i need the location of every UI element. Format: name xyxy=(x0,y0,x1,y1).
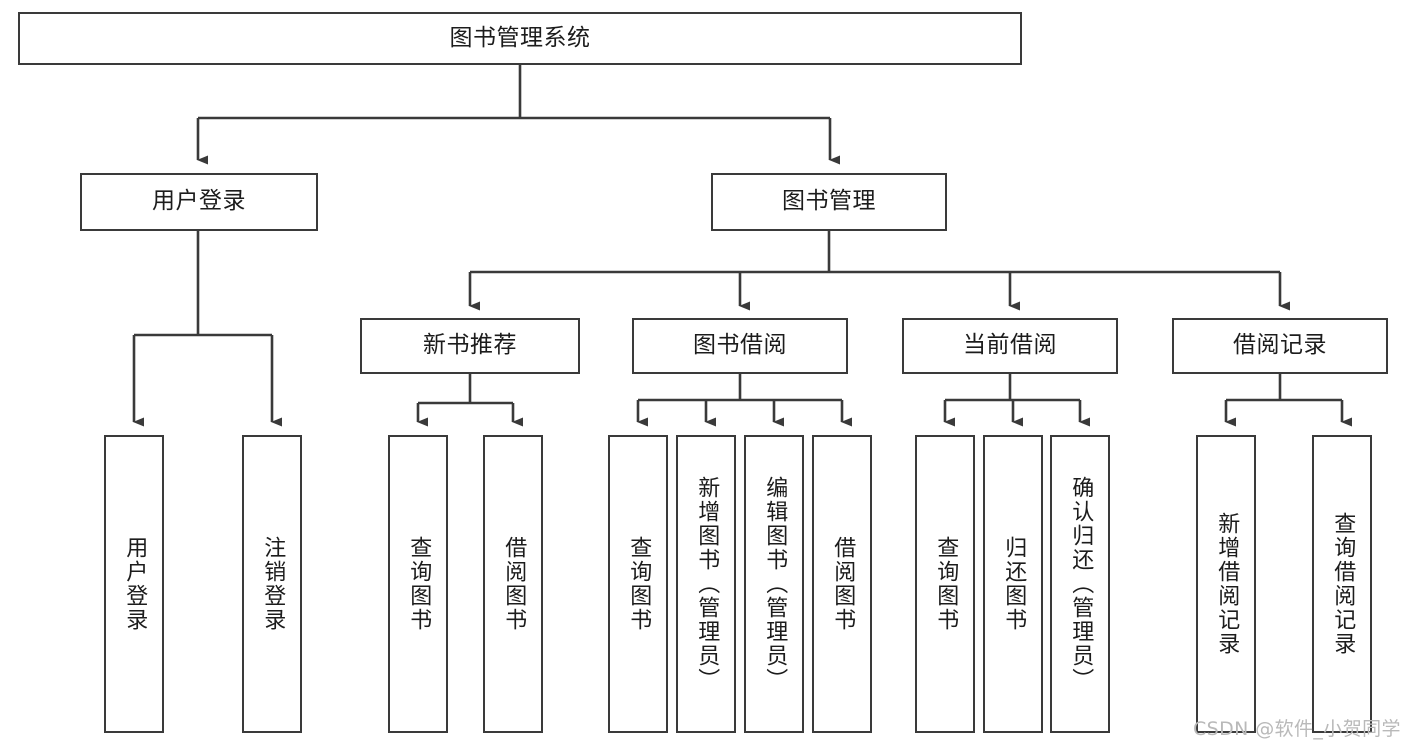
node-user-login[interactable]: 用户登录 xyxy=(80,173,318,231)
edges-borrow-record-to-leaves xyxy=(1224,374,1352,427)
edges-new-book-recommend-to-leaves xyxy=(416,374,523,427)
leaf-user-login[interactable]: 用户登录 xyxy=(104,435,164,733)
node-label: 图书借阅 xyxy=(693,332,787,359)
leaf-add-book[interactable]: 新增图书（管理员） xyxy=(676,435,736,733)
node-label: 图书管理系统 xyxy=(449,24,591,51)
leaf-borrow-book-1[interactable]: 借阅图书 xyxy=(483,435,543,733)
leaf-query-book-2[interactable]: 查询图书 xyxy=(608,435,668,733)
node-book-management[interactable]: 图书管理 xyxy=(711,173,947,231)
node-new-book-recommend[interactable]: 新书推荐 xyxy=(360,318,580,374)
node-label: 借阅记录 xyxy=(1233,332,1327,359)
node-label: 用户登录 xyxy=(122,536,148,632)
node-borrow-record[interactable]: 借阅记录 xyxy=(1172,318,1388,374)
node-label: 新增借阅记录 xyxy=(1214,512,1240,656)
node-label: 借阅图书 xyxy=(830,536,856,632)
edges-root-to-level2 xyxy=(196,65,840,165)
node-label: 归还图书 xyxy=(1001,536,1027,632)
leaf-query-book-1[interactable]: 查询图书 xyxy=(388,435,448,733)
node-book-borrow[interactable]: 图书借阅 xyxy=(632,318,848,374)
node-label: 查询图书 xyxy=(933,536,959,632)
leaf-query-book-3[interactable]: 查询图书 xyxy=(915,435,975,733)
edges-book-management-to-level3 xyxy=(468,231,1290,311)
node-label: 用户登录 xyxy=(152,188,246,215)
leaf-logout-login[interactable]: 注销登录 xyxy=(242,435,302,733)
leaf-query-record[interactable]: 查询借阅记录 xyxy=(1312,435,1372,733)
leaf-return-book[interactable]: 归还图书 xyxy=(983,435,1043,733)
edges-current-borrow-to-leaves xyxy=(943,374,1090,427)
leaf-add-record[interactable]: 新增借阅记录 xyxy=(1196,435,1256,733)
node-label: 查询图书 xyxy=(406,536,432,632)
node-label: 当前借阅 xyxy=(963,332,1057,359)
node-book-management-system[interactable]: 图书管理系统 xyxy=(18,12,1022,65)
leaf-borrow-book-2[interactable]: 借阅图书 xyxy=(812,435,872,733)
node-label: 编辑图书（管理员） xyxy=(762,476,788,692)
node-label: 注销登录 xyxy=(260,536,286,632)
node-label: 新增图书（管理员） xyxy=(694,476,720,692)
node-label: 图书管理 xyxy=(782,188,876,215)
node-label: 查询图书 xyxy=(626,536,652,632)
edges-user-login-to-leaves xyxy=(132,231,282,427)
node-label: 借阅图书 xyxy=(501,536,527,632)
node-label: 查询借阅记录 xyxy=(1330,512,1356,656)
leaf-edit-book[interactable]: 编辑图书（管理员） xyxy=(744,435,804,733)
leaf-confirm-return[interactable]: 确认归还（管理员） xyxy=(1050,435,1110,733)
node-label: 确认归还（管理员） xyxy=(1068,476,1094,692)
edges-book-borrow-to-leaves xyxy=(636,374,852,427)
node-label: 新书推荐 xyxy=(423,332,517,359)
node-current-borrow[interactable]: 当前借阅 xyxy=(902,318,1118,374)
